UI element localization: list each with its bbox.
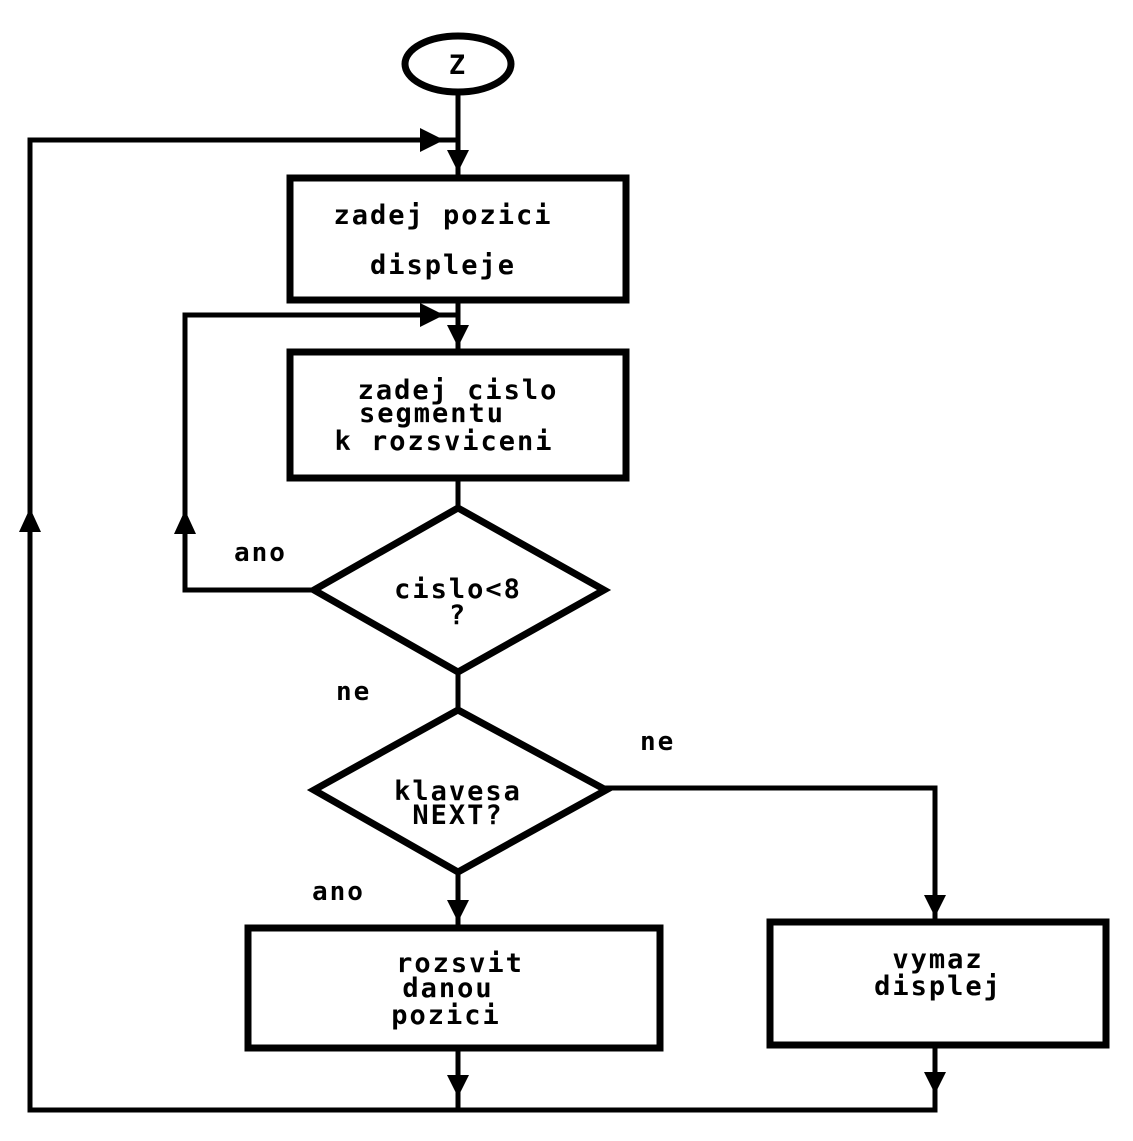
decision-line: NEXT?: [412, 800, 503, 831]
arrow-down-icon: [447, 900, 469, 922]
decision-diamond: [306, 706, 614, 877]
branch-label-yes-next: ano: [312, 877, 365, 907]
branch-label-no-number: ne: [336, 677, 371, 707]
arrow-up-icon: [19, 508, 41, 532]
branch-label-no-next: ne: [640, 727, 675, 757]
decision-number-check: cislo<8 ?: [306, 503, 612, 677]
arrow-right-icon: [420, 128, 444, 152]
start-label: Z: [449, 50, 467, 81]
process-set-position: zadej pozici displeje: [286, 174, 630, 304]
line-outer-loop: [27, 137, 938, 1113]
decision-diamond: [306, 503, 612, 677]
step-line: k rozsviceni: [334, 426, 553, 457]
step-line: zadej cislo: [358, 375, 559, 406]
arrow-down-icon: [447, 150, 469, 172]
process-box: [286, 348, 630, 482]
arrow-down-icon: [447, 325, 469, 347]
decision-line: klavesa: [394, 776, 522, 807]
step-line: danou: [402, 973, 493, 1004]
process-box: [766, 918, 1110, 1049]
start-oval: [401, 32, 515, 96]
start-terminal: Z: [401, 32, 515, 96]
step-line: displej: [874, 971, 1002, 1002]
arrowheads: [19, 128, 946, 1097]
process-set-segment: zadej cislo segmentu k rozsviceni: [286, 348, 630, 482]
arrow-down-icon: [924, 1072, 946, 1094]
branch-labels: ano ne ne ano: [234, 538, 675, 907]
step-line: pozici: [391, 1000, 501, 1031]
step-line: rozsvit: [396, 948, 524, 979]
line-decision2-to-clear: [603, 785, 938, 925]
arrow-down-icon: [447, 1075, 469, 1097]
step-line: displeje: [370, 250, 516, 281]
process-clear-display: vymaz displej: [766, 918, 1110, 1049]
decision-next-key: klavesa NEXT?: [306, 706, 614, 877]
arrow-down-icon: [924, 895, 946, 917]
decision-line: cislo<8: [394, 574, 522, 605]
arrow-right-icon: [420, 303, 444, 327]
step-line: segmentu: [359, 398, 505, 429]
decision-line: ?: [449, 600, 467, 631]
process-box: [244, 924, 664, 1052]
branch-label-yes-loop: ano: [234, 538, 287, 568]
process-light-position: rozsvit danou pozici: [244, 924, 664, 1052]
step-line: zadej pozici: [333, 200, 552, 231]
arrow-up-icon: [174, 510, 196, 534]
step-line: vymaz: [892, 944, 983, 975]
process-box: [286, 174, 630, 304]
line-inner-loop: [182, 312, 458, 593]
